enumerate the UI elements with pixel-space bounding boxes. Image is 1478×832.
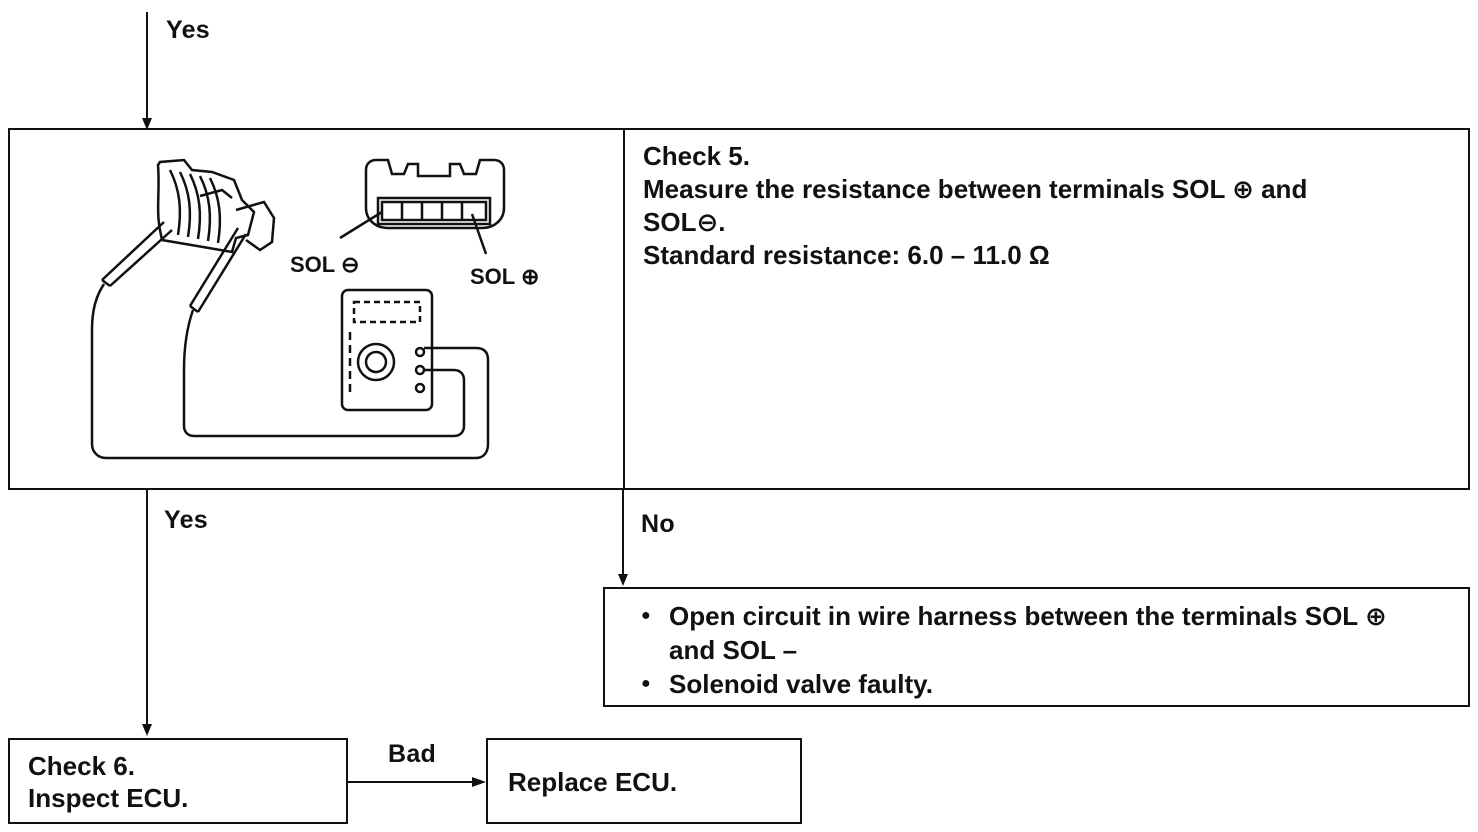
bad-arrowhead <box>472 777 486 787</box>
fault-item-open-circuit: Open circuit in wire harness between the… <box>635 599 1409 667</box>
bad-connector-line <box>348 781 474 783</box>
top-yes-label: Yes <box>166 16 211 44</box>
check5-instruction-line1: Measure the resistance between terminals… <box>643 174 1308 204</box>
check5-divider <box>623 128 625 490</box>
yes-label: Yes <box>164 506 209 534</box>
fault-list: Open circuit in wire harness between the… <box>635 599 1448 701</box>
check5-box <box>8 128 1470 490</box>
check6-title: Check 6. <box>28 751 135 781</box>
check6-box: Check 6. Inspect ECU. <box>8 738 348 824</box>
bad-label: Bad <box>388 740 437 768</box>
fault-box: Open circuit in wire harness between the… <box>603 587 1470 707</box>
sol-minus-label: SOL ⊖ <box>290 252 359 277</box>
no-arrowhead <box>618 574 628 586</box>
check5-standard-resistance: Standard resistance: 6.0 – 11.0 Ω <box>643 240 1050 270</box>
multimeter-illustration: SOL ⊖ SOL ⊕ <box>90 158 539 460</box>
yes-arrowhead <box>142 724 152 736</box>
no-label: No <box>641 510 675 538</box>
check5-title: Check 5. <box>643 141 750 171</box>
check5-text: Check 5. Measure the resistance between … <box>643 140 1453 272</box>
fault-item-solenoid: Solenoid valve faulty. <box>635 667 1448 701</box>
sol-plus-label: SOL ⊕ <box>470 264 539 289</box>
replace-ecu-box: Replace ECU. <box>486 738 802 824</box>
check6-instruction: Inspect ECU. <box>28 783 189 813</box>
top-connector-line <box>146 12 148 124</box>
top-arrowhead <box>142 118 152 130</box>
replace-ecu-text: Replace ECU. <box>508 767 678 797</box>
no-connector-line <box>622 490 624 576</box>
yes-connector-line <box>146 490 148 726</box>
check5-instruction-line2: SOL⊖. <box>643 207 726 237</box>
